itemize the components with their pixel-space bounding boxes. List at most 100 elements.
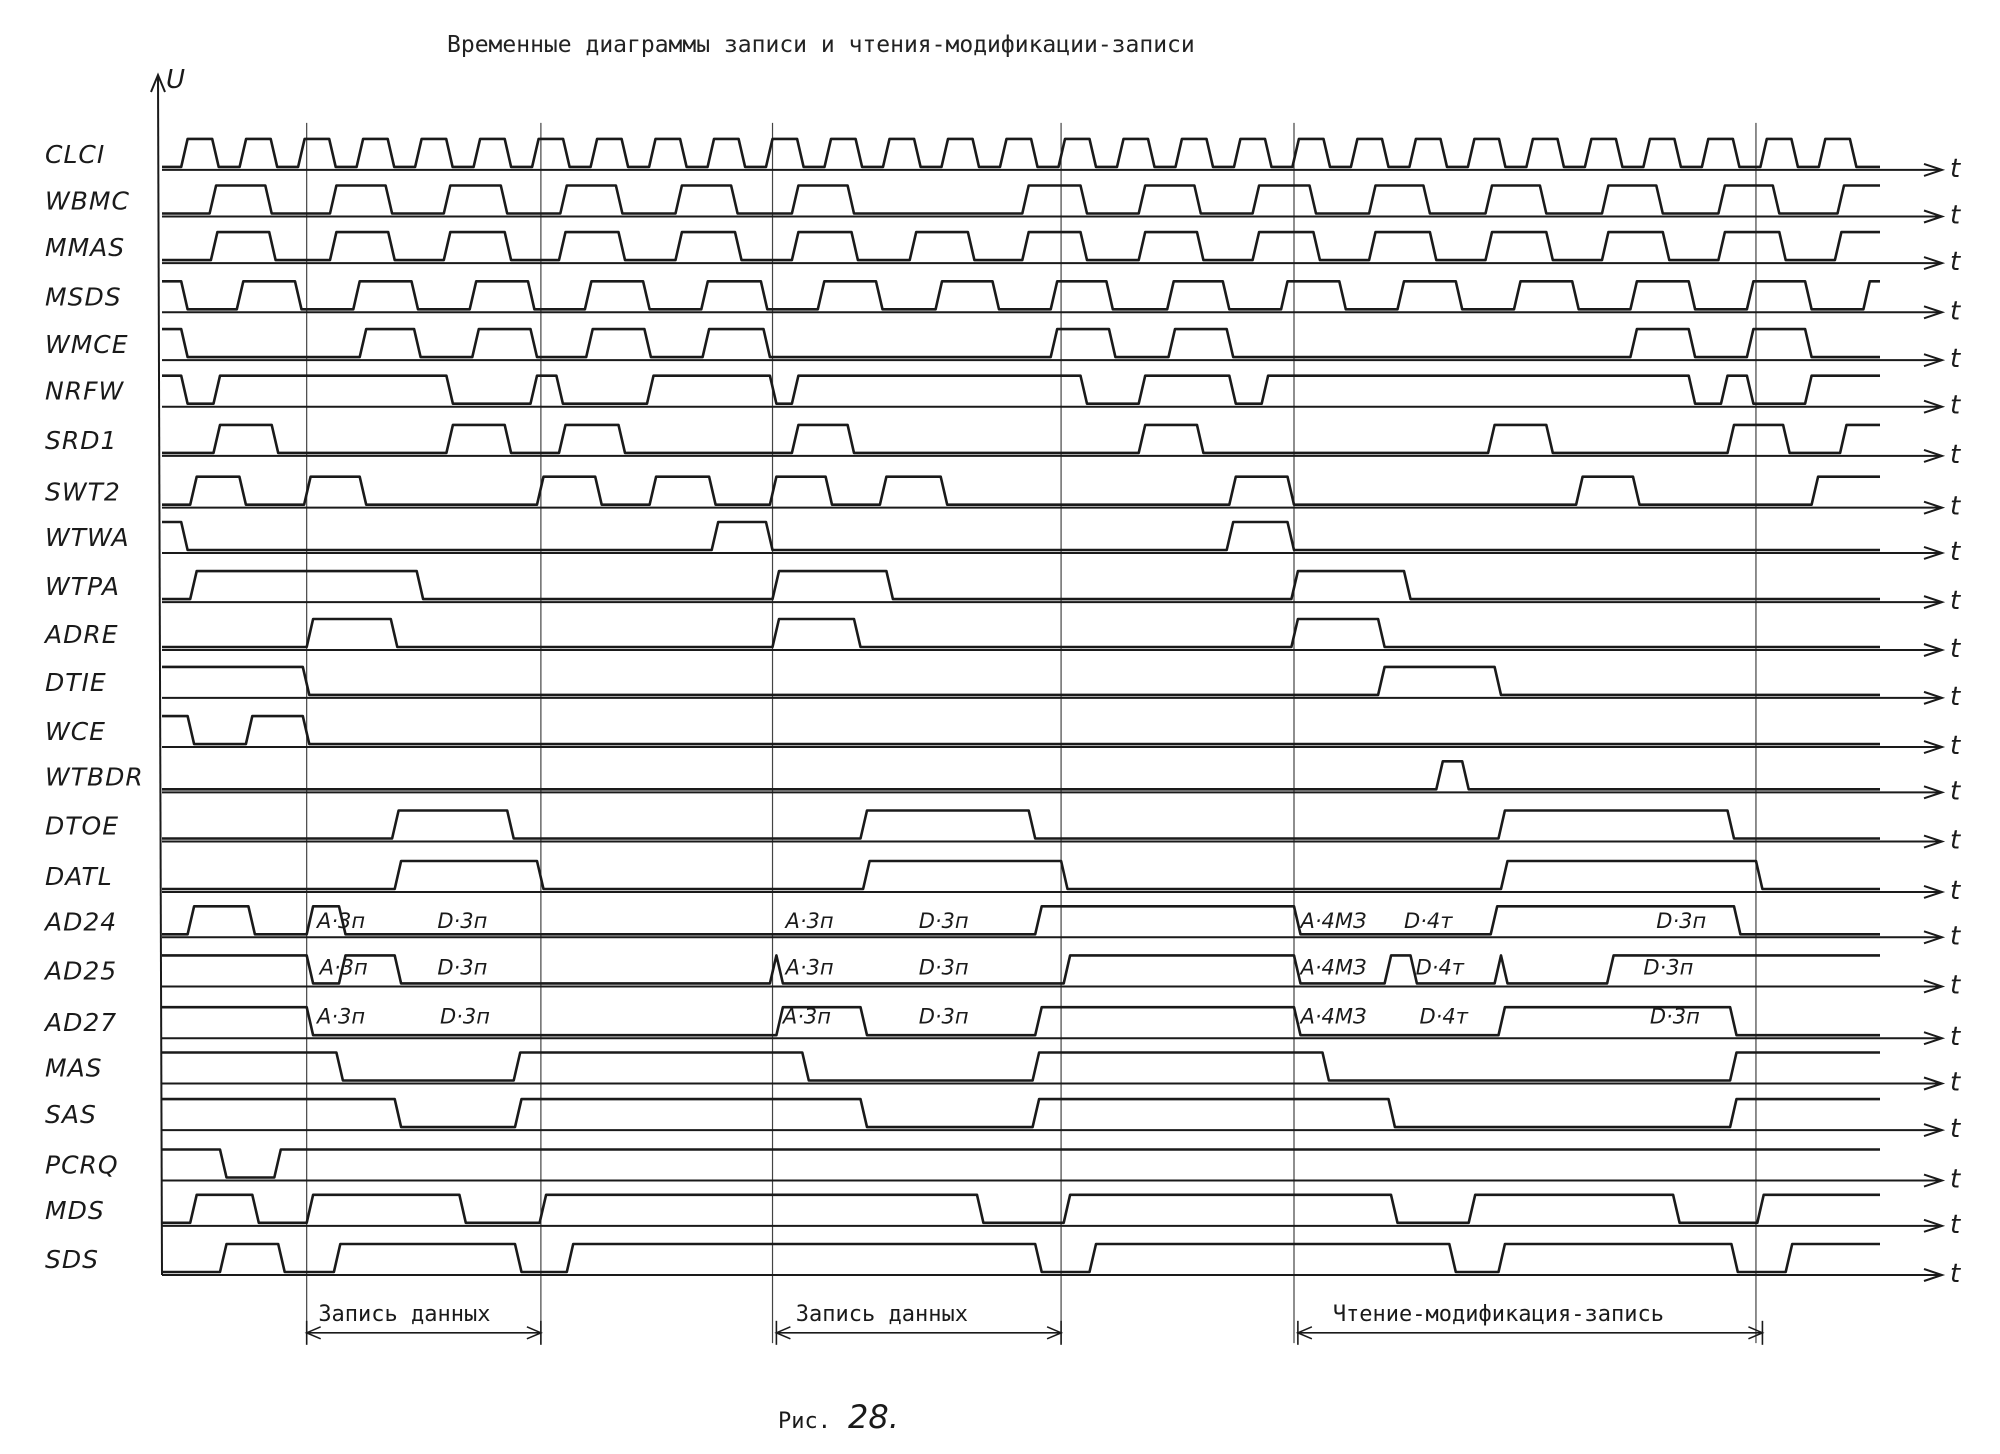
signal-label: WTWA — [45, 523, 130, 552]
signal-row-adre: ADRE t — [43, 617, 1961, 664]
bus-label: D·4т — [1420, 1005, 1469, 1029]
y-axis: U — [150, 65, 185, 1276]
time-axis-arrow-icon — [1923, 930, 1946, 945]
time-axis-arrow-icon — [1923, 834, 1946, 849]
signal-label: WTPA — [45, 572, 120, 601]
caption-prefix: Рис. — [778, 1409, 831, 1434]
time-axis-arrow-icon — [1923, 305, 1946, 320]
signal-row-wtpa: WTPA t — [45, 569, 1961, 616]
bus-label: D·3п — [437, 909, 487, 933]
signal-label: WCE — [45, 717, 106, 746]
phase-bracket: Чтение-модификация-запись — [1295, 1302, 1765, 1345]
signal-label: SRD1 — [45, 426, 117, 455]
signal-label: ADRE — [43, 620, 119, 649]
time-axis-label: t — [1950, 634, 1961, 664]
signal-row-srd1: SRD1 t — [45, 423, 1961, 470]
signal-label: MDS — [45, 1196, 105, 1225]
time-axis-arrow-icon — [1923, 979, 1946, 994]
time-axis-arrow-icon — [1923, 353, 1946, 368]
bus-label: A·4МЗ — [1299, 1005, 1367, 1029]
time-axis-label: t — [1950, 537, 1961, 567]
bus-label: D·4т — [1404, 909, 1453, 933]
signal-label: MAS — [45, 1053, 103, 1082]
y-axis-label: U — [166, 65, 185, 95]
time-axis-label: t — [1950, 154, 1961, 184]
time-axis-label: t — [1950, 1165, 1961, 1195]
signal-waveform — [162, 809, 1880, 840]
phase-label: Запись данных — [796, 1302, 968, 1327]
time-axis-arrow-icon — [1923, 162, 1946, 177]
signal-waveform — [162, 1005, 1880, 1037]
signal-row-wtbdr: WTBDR t — [45, 759, 1961, 806]
caption-number: 28. — [848, 1398, 899, 1436]
bus-label: D·3п — [1656, 909, 1706, 933]
signal-label: AD27 — [43, 1008, 117, 1037]
phase-bracket: Запись данных — [304, 1302, 543, 1345]
signal-waveform — [162, 665, 1880, 697]
signal-waveform — [162, 279, 1880, 311]
signal-label: WTBDR — [45, 762, 144, 791]
phase-arrow-icon — [304, 1326, 321, 1340]
time-axis-label: t — [1950, 586, 1961, 616]
time-axis-label: t — [1950, 826, 1961, 856]
signal-label: PCRQ — [45, 1151, 119, 1180]
signal-row-clci: CLCI t — [45, 137, 1961, 184]
signal-label: AD24 — [43, 907, 117, 936]
time-axis-label: t — [1950, 296, 1961, 326]
time-axis-arrow-icon — [1923, 209, 1946, 224]
time-axis-arrow-icon — [1923, 546, 1946, 560]
signal-waveform — [162, 230, 1880, 262]
signal-label: DTIE — [45, 668, 107, 697]
bus-label: A·3п — [784, 909, 834, 933]
time-axis-arrow-icon — [1923, 785, 1946, 800]
time-axis-label: t — [1950, 1259, 1961, 1289]
phase-arrow-icon — [774, 1326, 791, 1340]
signal-label: NRFW — [45, 377, 124, 406]
phase-arrow-icon — [526, 1326, 543, 1340]
vertical-guides — [306, 122, 1757, 1344]
time-axis-arrow-icon — [1923, 1218, 1946, 1233]
bus-label: D·3п — [440, 1005, 490, 1029]
signal-row-mds: MDS t — [45, 1193, 1961, 1240]
time-axis-label: t — [1950, 776, 1961, 806]
phase-arrow-icon — [1748, 1326, 1765, 1340]
signal-row-wtwa: WTWA t — [45, 520, 1961, 567]
time-axis-arrow-icon — [1923, 643, 1946, 657]
time-axis-arrow-icon — [1923, 1268, 1946, 1282]
time-axis-label: t — [1950, 344, 1961, 374]
time-axis-arrow-icon — [1923, 399, 1946, 414]
time-axis-arrow-icon — [1923, 885, 1946, 899]
signal-label: MSDS — [45, 282, 122, 311]
signal-waveform — [162, 569, 1880, 601]
signal-waveform — [162, 374, 1880, 406]
phase-label: Чтение-модификация-запись — [1333, 1302, 1664, 1327]
bus-label: D·3п — [919, 909, 969, 933]
bus-label: D·3п — [437, 955, 487, 979]
signal-label: WMCE — [45, 330, 129, 359]
signal-label: DTOE — [45, 812, 119, 841]
signal-row-msds: MSDS t — [45, 279, 1961, 326]
time-axis-arrow-icon — [1923, 1031, 1946, 1046]
time-axis-arrow-icon — [1923, 595, 1946, 610]
time-axis-label: t — [1950, 1210, 1961, 1240]
signal-waveform — [162, 954, 1880, 985]
signal-waveform — [162, 1242, 1880, 1274]
time-axis-label: t — [1950, 247, 1961, 277]
bus-label: A·3п — [781, 1005, 831, 1029]
time-axis-label: t — [1950, 1067, 1961, 1097]
signal-label: CLCI — [45, 140, 105, 169]
phase-bracket: Запись данных — [774, 1302, 1064, 1345]
bus-label: A·3п — [315, 1005, 365, 1029]
time-axis-label: t — [1950, 440, 1961, 470]
diagram-title: Временные диаграммы записи и чтения-моди… — [447, 32, 1195, 58]
signal-label: SAS — [45, 1100, 97, 1129]
